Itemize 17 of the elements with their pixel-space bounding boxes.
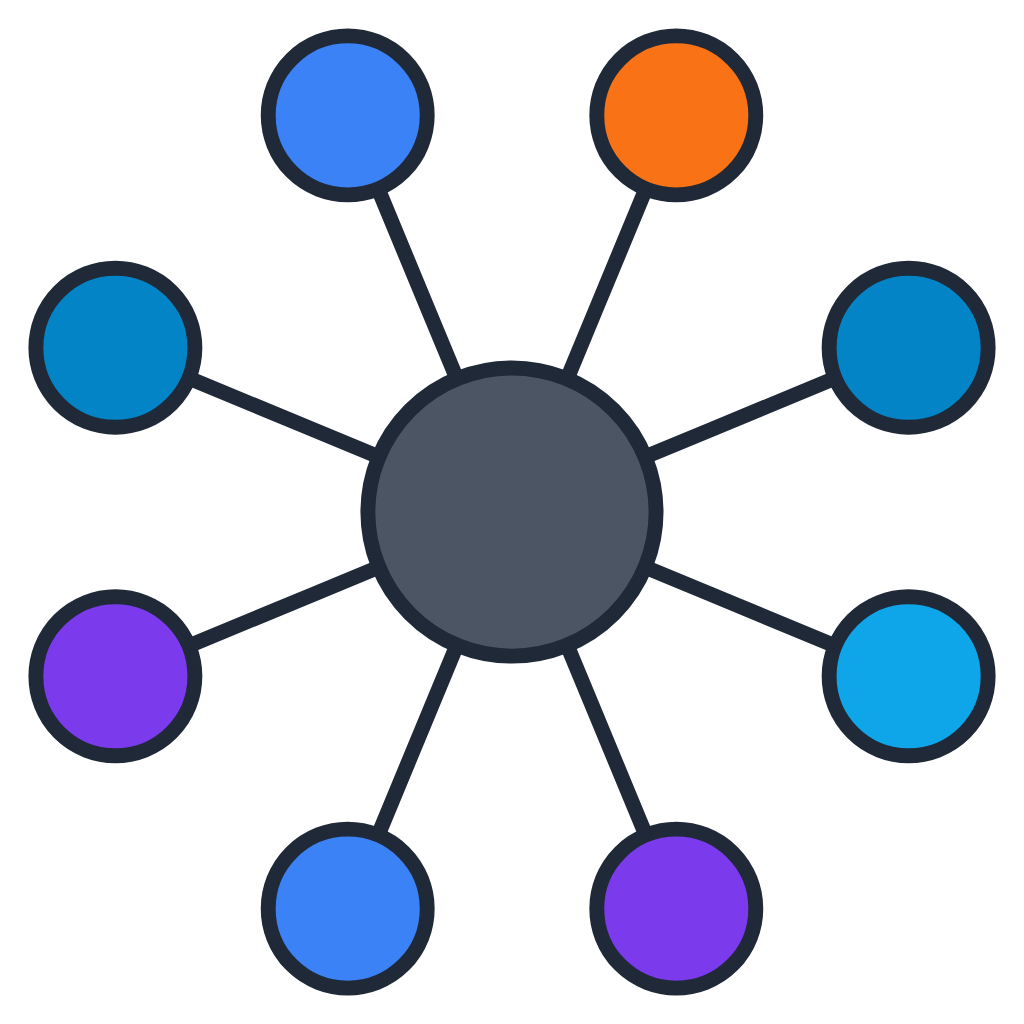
connector xyxy=(186,560,381,653)
connector xyxy=(643,371,838,464)
connector xyxy=(371,643,464,838)
node-circle xyxy=(589,821,764,996)
node-circle xyxy=(260,821,435,996)
node-circle xyxy=(360,360,664,664)
connector xyxy=(560,643,653,838)
node-circle xyxy=(821,589,996,764)
connector xyxy=(371,186,464,381)
node-circle xyxy=(589,28,764,203)
connector xyxy=(643,560,838,653)
node-circle xyxy=(28,260,203,435)
connector xyxy=(186,371,381,464)
connector xyxy=(560,186,653,381)
node-circle xyxy=(28,589,203,764)
node-circle xyxy=(821,260,996,435)
node-circle xyxy=(260,28,435,203)
